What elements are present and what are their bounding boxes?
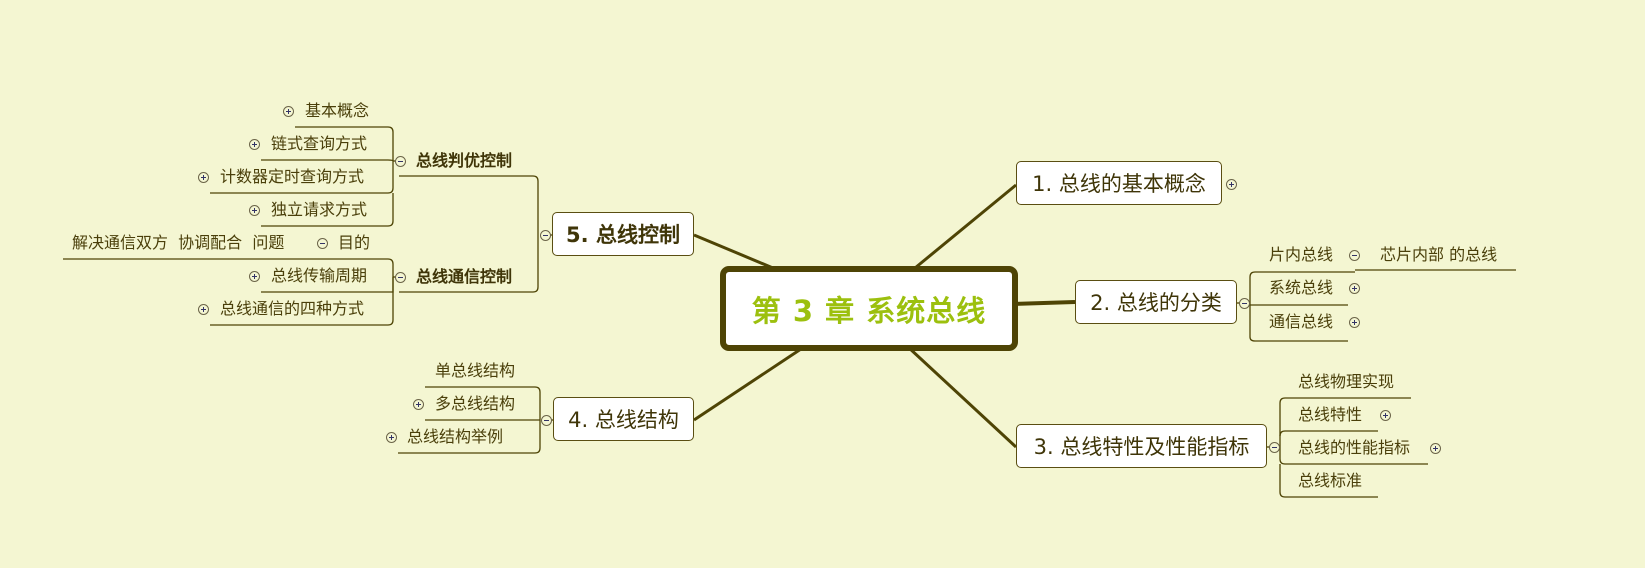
subtopic-physical-implementation[interactable]: 总线物理实现	[1298, 372, 1395, 391]
expand-plus-icon[interactable]	[1349, 283, 1360, 294]
subtopic-on-chip-bus-desc[interactable]: 芯片内部 的总线	[1380, 245, 1498, 264]
topic-basic-concepts[interactable]: 1. 总线的基本概念	[1016, 161, 1222, 205]
subtopic-performance-metrics[interactable]: 总线的性能指标	[1298, 438, 1411, 457]
collapse-minus-icon[interactable]	[395, 156, 406, 167]
expand-plus-icon[interactable]	[249, 271, 260, 282]
subtopic-communication-bus[interactable]: 通信总线	[1269, 312, 1334, 331]
topic-classification[interactable]: 2. 总线的分类	[1075, 280, 1237, 324]
expand-plus-icon[interactable]	[413, 399, 424, 410]
expand-plus-icon[interactable]	[1430, 443, 1441, 454]
subtopic-arbitration-control[interactable]: 总线判优控制	[416, 151, 513, 170]
subtopic-single-bus[interactable]: 单总线结构	[435, 361, 516, 380]
topic-bus-control[interactable]: 5. 总线控制	[552, 212, 694, 256]
collapse-minus-icon[interactable]	[540, 230, 551, 241]
topic-label: 2. 总线的分类	[1090, 291, 1222, 315]
topic-characteristics-metrics[interactable]: 3. 总线特性及性能指标	[1016, 424, 1267, 468]
central-topic[interactable]: 第 3 章 系统总线	[720, 266, 1018, 351]
expand-plus-icon[interactable]	[386, 432, 397, 443]
subtopic-multi-bus[interactable]: 多总线结构	[435, 394, 516, 413]
topic-bus-structure[interactable]: 4. 总线结构	[553, 397, 694, 441]
subtopic-structure-examples[interactable]: 总线结构举例	[407, 427, 504, 446]
expand-plus-icon[interactable]	[249, 139, 260, 150]
topic-label: 1. 总线的基本概念	[1032, 172, 1206, 196]
subtopic-system-bus[interactable]: 系统总线	[1269, 278, 1334, 297]
collapse-minus-icon[interactable]	[541, 415, 552, 426]
subtopic-daisy-chain-polling[interactable]: 链式查询方式	[271, 134, 368, 153]
topic-label: 4. 总线结构	[568, 408, 679, 432]
expand-plus-icon[interactable]	[283, 106, 294, 117]
subtopic-purpose-desc[interactable]: 解决通信双方 协调配合 问题	[72, 233, 285, 252]
central-topic-label: 第 3 章 系统总线	[751, 293, 987, 328]
collapse-minus-icon[interactable]	[1269, 442, 1280, 453]
topic-label: 3. 总线特性及性能指标	[1033, 435, 1250, 459]
expand-plus-icon[interactable]	[249, 205, 260, 216]
subtopic-counter-timed-polling[interactable]: 计数器定时查询方式	[220, 167, 365, 186]
expand-plus-icon[interactable]	[198, 172, 209, 183]
subtopic-transfer-cycle[interactable]: 总线传输周期	[271, 266, 368, 285]
subtopic-bus-characteristics[interactable]: 总线特性	[1298, 405, 1363, 424]
topic-label: 5. 总线控制	[566, 223, 680, 247]
subtopic-arbitration-basics[interactable]: 基本概念	[305, 101, 370, 120]
expand-plus-icon[interactable]	[1226, 179, 1237, 190]
subtopic-four-comm-modes[interactable]: 总线通信的四种方式	[220, 299, 365, 318]
collapse-minus-icon[interactable]	[317, 238, 328, 249]
subtopic-bus-standards[interactable]: 总线标准	[1298, 471, 1363, 490]
subtopic-independent-request[interactable]: 独立请求方式	[271, 200, 368, 219]
collapse-minus-icon[interactable]	[1349, 250, 1360, 261]
collapse-minus-icon[interactable]	[395, 272, 406, 283]
subtopic-purpose[interactable]: 目的	[338, 233, 371, 252]
collapse-minus-icon[interactable]	[1239, 298, 1250, 309]
subtopic-communication-control[interactable]: 总线通信控制	[416, 267, 513, 286]
expand-plus-icon[interactable]	[1380, 410, 1391, 421]
subtopic-on-chip-bus[interactable]: 片内总线	[1269, 245, 1334, 264]
expand-plus-icon[interactable]	[198, 304, 209, 315]
expand-plus-icon[interactable]	[1349, 317, 1360, 328]
